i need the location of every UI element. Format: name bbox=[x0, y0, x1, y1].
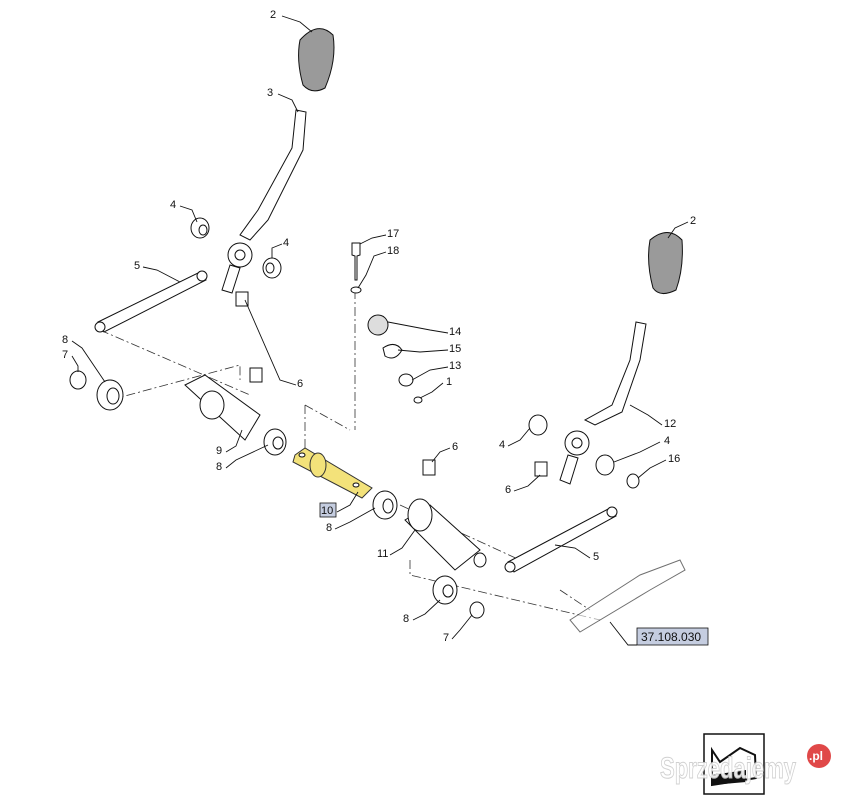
callout-8: 8 bbox=[216, 461, 222, 473]
callout-12: 12 bbox=[664, 418, 676, 430]
right-gear-lever[interactable] bbox=[528, 232, 683, 489]
left-shaft-assembly bbox=[69, 370, 287, 456]
reference-tool bbox=[569, 559, 686, 633]
reference-label: 37.108.030 bbox=[641, 630, 701, 644]
left-gear-lever[interactable] bbox=[221, 28, 335, 294]
watermark-text: Sprzedajemy bbox=[660, 752, 796, 785]
callout-3: 3 bbox=[267, 87, 273, 99]
center-lines bbox=[99, 290, 601, 621]
callout-4: 4 bbox=[170, 199, 176, 211]
callout-13: 13 bbox=[449, 360, 461, 372]
callout-14: 14 bbox=[449, 326, 461, 338]
callout-6: 6 bbox=[297, 378, 303, 390]
left-link-rod[interactable] bbox=[94, 270, 208, 333]
callout-6: 6 bbox=[505, 484, 511, 496]
right-shaft-assembly bbox=[404, 498, 487, 619]
assembly-icon bbox=[703, 733, 765, 795]
reference-box[interactable] bbox=[636, 627, 709, 646]
watermark-badge: .pl bbox=[809, 749, 823, 763]
callout-10: 10 bbox=[321, 505, 333, 517]
callout-11: 11 bbox=[377, 548, 388, 560]
callout-8: 8 bbox=[62, 334, 68, 346]
callout-15: 15 bbox=[449, 343, 461, 355]
right-link-rod[interactable] bbox=[504, 506, 618, 573]
callout-5: 5 bbox=[593, 551, 599, 563]
center-parts bbox=[350, 242, 436, 520]
callout-7: 7 bbox=[443, 632, 449, 644]
callout-4: 4 bbox=[664, 435, 670, 447]
callout-17: 17 bbox=[387, 228, 399, 240]
callout-8: 8 bbox=[326, 522, 332, 534]
callout-8: 8 bbox=[403, 613, 409, 625]
callout-2: 2 bbox=[690, 215, 696, 227]
watermark-badge-circle bbox=[807, 744, 831, 768]
part-10-pin-highlighted[interactable] bbox=[292, 447, 373, 499]
callout-labels: 2 3 4 4 5 8 7 6 9 8 10 8 17 18 14 15 13 … bbox=[62, 9, 709, 646]
bushings-left bbox=[190, 217, 282, 383]
leader-lines bbox=[71, 15, 689, 646]
callout-10-box[interactable] bbox=[319, 502, 337, 518]
callout-2: 2 bbox=[270, 9, 276, 21]
callout-4: 4 bbox=[283, 237, 289, 249]
callout-1: 1 bbox=[446, 376, 452, 388]
callout-16: 16 bbox=[668, 453, 680, 465]
callout-18: 18 bbox=[387, 245, 399, 257]
watermark: Sprzedajemy .pl bbox=[660, 744, 831, 786]
callout-9: 9 bbox=[216, 445, 222, 457]
callout-6: 6 bbox=[452, 441, 458, 453]
callout-7: 7 bbox=[62, 349, 68, 361]
callout-4: 4 bbox=[499, 439, 505, 451]
callout-5: 5 bbox=[134, 260, 140, 272]
